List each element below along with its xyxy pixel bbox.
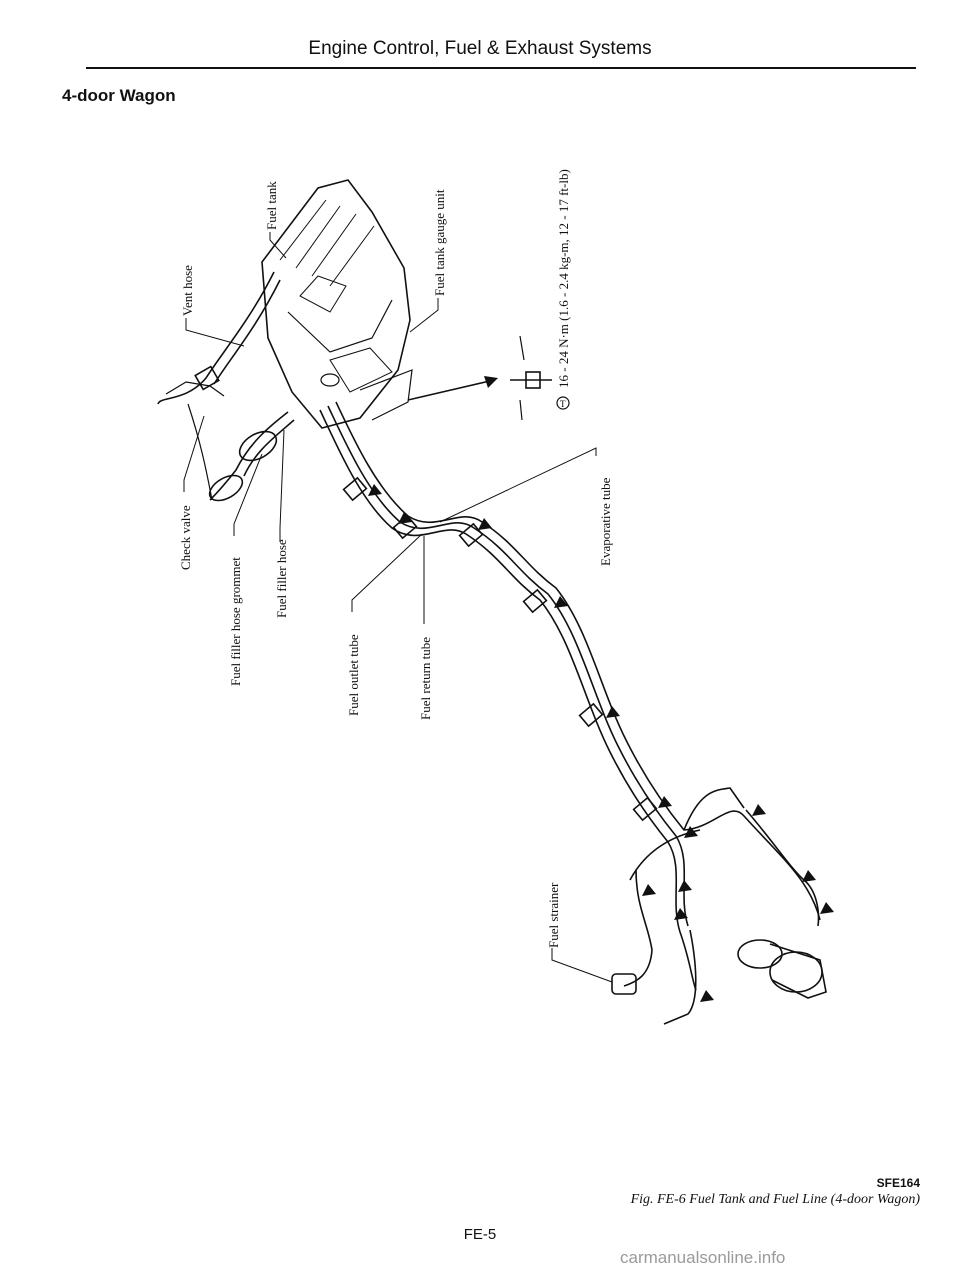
label-evaporative-tube: Evaporative tube [598,477,613,566]
clip-arrow-icon [642,884,656,896]
clip-arrow-icon [658,796,672,808]
fuel-outlet-tube-line [319,409,697,991]
evaporative-tube-line [335,401,821,921]
figure-code: SFE164 [876,1176,920,1190]
section-title: 4-door Wagon [62,86,176,105]
clip-arrow-icon [684,826,698,838]
watermark: carmanualsonline.info [620,1248,786,1267]
label-fuel-tank: Fuel tank [264,181,279,230]
clip-arrow-icon [700,990,714,1002]
torque-symbol-icon [556,396,570,410]
page-header-title: Engine Control, Fuel & Exhaust Systems [308,38,652,59]
page-number: FE-5 [463,1226,497,1243]
label-fuel-return-tube: Fuel return tube [418,636,433,720]
label-fuel-filler-hose: Fuel filler hose [274,539,289,618]
label-fuel-outlet-tube: Fuel outlet tube [346,634,361,716]
clip-arrow-icon [368,484,382,496]
clip-arrow-icon [398,512,412,524]
torque-symbol-text: T [560,399,566,409]
label-torque-spec: 16 - 24 N·m (1.6 - 2.4 kg-m, 12 - 17 ft-… [556,169,571,388]
label-check-valve: Check valve [178,505,193,570]
clip-arrow-icon [478,518,492,530]
vent-hose-line [157,271,275,405]
figure-caption: Fig. FE-6 Fuel Tank and Fuel Line (4-doo… [630,1192,920,1207]
fuel-strainer-shape [611,973,637,995]
clip-arrow-icon [674,908,688,920]
clip-arrow-icon [606,706,620,718]
clip-arrow-icon [752,804,766,816]
label-fuel-tank-gauge-unit: Fuel tank gauge unit [432,189,447,296]
clip-arrow-icon [802,870,816,882]
label-fuel-filler-hose-grommet: Fuel filler hose grommet [228,557,243,686]
clip-arrow-icon [820,902,834,914]
clip-arrow-icon [678,880,692,892]
header-rule [86,67,916,69]
fuel-return-tube-line [327,405,689,927]
fuel-tank-outline [261,179,411,429]
clip-arrow-icon [554,596,568,608]
label-fuel-strainer: Fuel strainer [546,882,561,948]
label-vent-hose: Vent hose [180,265,195,316]
fuel-filler-hose-line [209,411,289,501]
